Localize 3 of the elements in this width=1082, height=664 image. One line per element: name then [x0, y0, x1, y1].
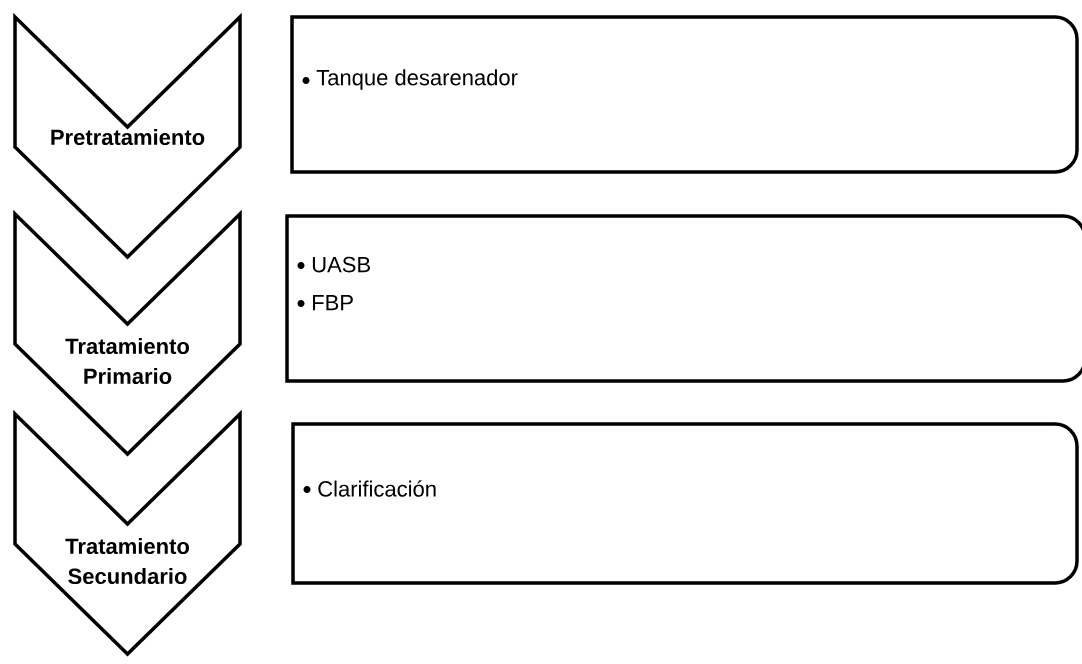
text-box: Tanque desarenador	[290, 15, 1079, 174]
text-box: Clarificación	[291, 422, 1079, 585]
text-box: UASB FBP	[285, 214, 1082, 383]
